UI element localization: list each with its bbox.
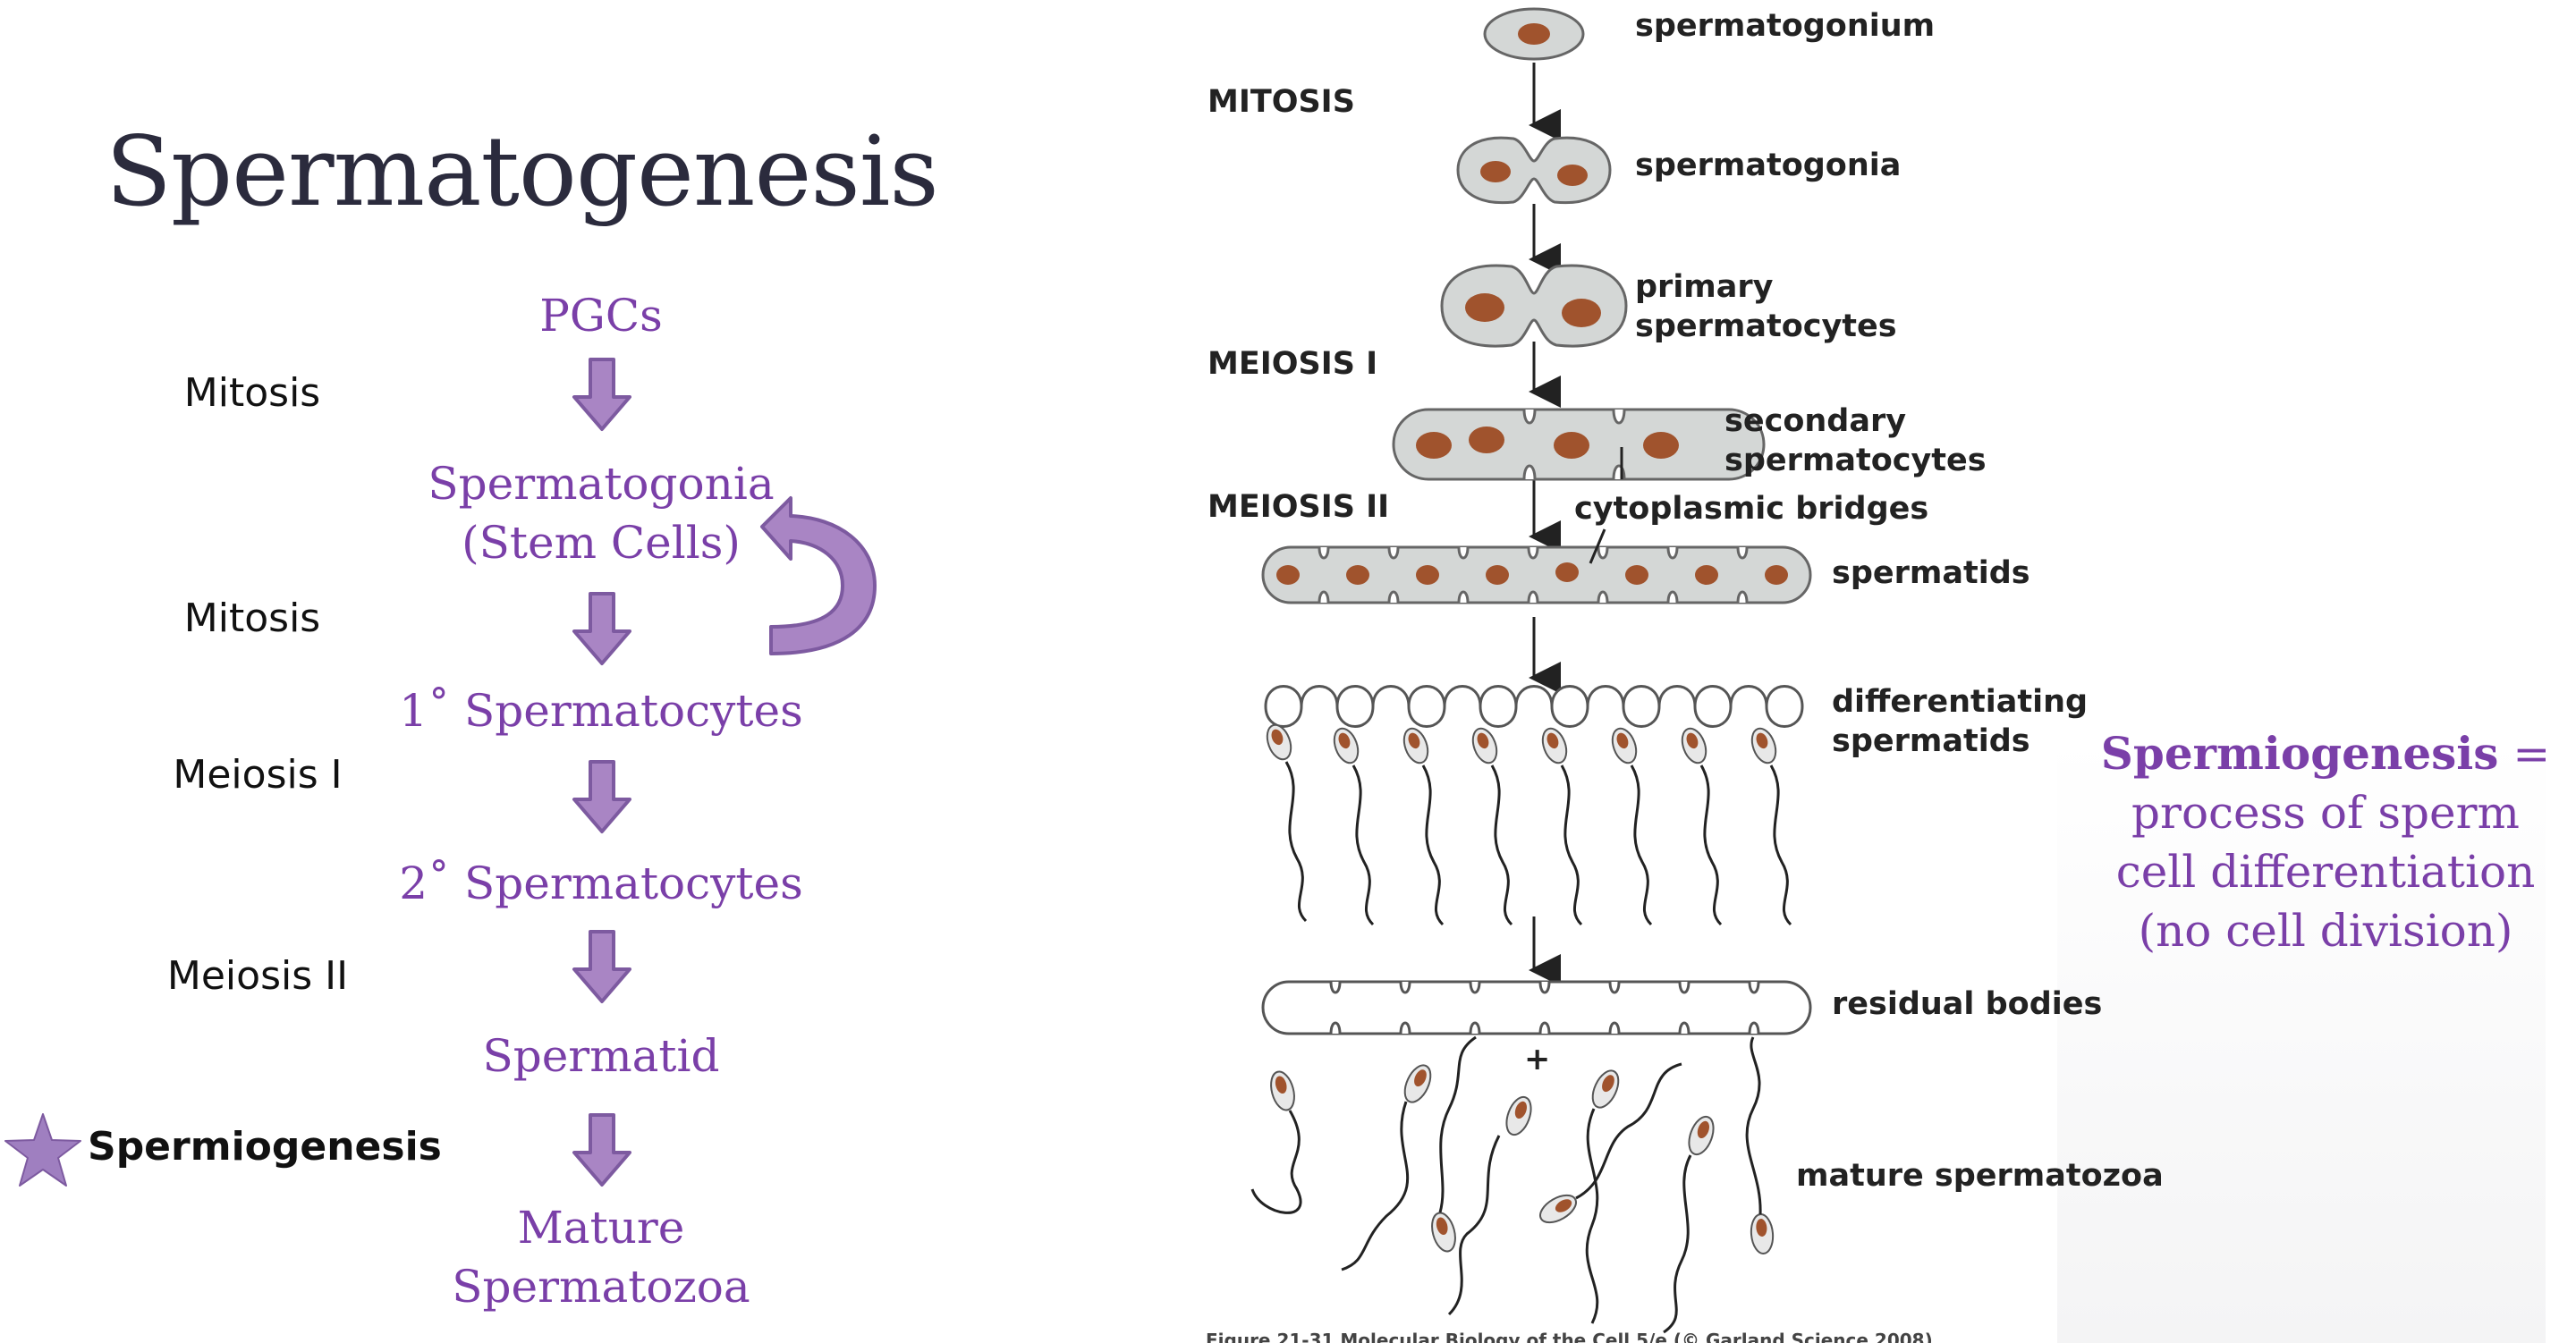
label-primary-1: primary — [1635, 269, 1774, 305]
mature-spermatozoa-tails — [1250, 1035, 1762, 1334]
mature-spermatozoa-heads — [1270, 1064, 1775, 1254]
down-arrow-icon — [572, 592, 631, 665]
plus-sign: + — [1524, 1042, 1550, 1077]
differentiating-tails — [1284, 761, 1792, 926]
cell-spermatogonium — [1483, 7, 1585, 61]
label-spermatogonium: spermatogonium — [1635, 8, 1935, 44]
figure-caption: Figure 21-31 Molecular Biology of the Ce… — [1206, 1330, 1933, 1343]
label-secondary-1: secondary — [1724, 403, 1906, 439]
note-line-2: cell differentiation — [2115, 846, 2536, 898]
label-primary-2: spermatocytes — [1635, 308, 1897, 344]
cells-spermatogonia — [1456, 136, 1612, 205]
slide-title: Spermatogenesis — [106, 116, 939, 228]
curved-return-arrow-icon — [760, 496, 877, 655]
note-heading: Spermiogenesis = — [2075, 724, 2576, 783]
label-differentiating-1: differentiating — [1832, 684, 2088, 720]
cells-differentiating-spermatids — [1264, 685, 1804, 728]
down-arrow-icon — [572, 760, 631, 833]
label-meiosis-2: Meiosis II — [166, 953, 349, 999]
label-spermatids: spermatids — [1832, 555, 2030, 591]
flow-spermatogonia: Spermatogonia — [428, 458, 775, 510]
down-arrow-icon — [572, 930, 631, 1003]
spermiogenesis-note: Spermiogenesis = process of sperm cell d… — [2075, 724, 2576, 960]
label-secondary-2: spermatocytes — [1724, 443, 1987, 478]
label-mitosis-1: Mitosis — [183, 370, 321, 416]
differentiating-heads — [1266, 723, 1777, 764]
flow-spermatid: Spermatid — [482, 1030, 720, 1082]
flow-spermatozoa: Spermatozoa — [452, 1261, 750, 1313]
cells-residual-bodies — [1261, 980, 1812, 1035]
stage-meiosis-2: MEIOSIS II — [1208, 489, 1389, 525]
label-mature-spermatozoa: mature spermatozoa — [1796, 1158, 2164, 1194]
flow-stem-cells: (Stem Cells) — [462, 517, 741, 569]
down-arrow-icon — [572, 358, 631, 431]
stage-mitosis: MITOSIS — [1208, 84, 1355, 120]
label-cytoplasmic-bridges: cytoplasmic bridges — [1574, 491, 1928, 527]
label-spermiogenesis: Spermiogenesis — [88, 1124, 442, 1170]
right-background-gradient — [2057, 0, 2546, 1343]
star-icon — [4, 1113, 81, 1187]
flow-secondary-spermatocytes: 2˚ Spermatocytes — [399, 857, 803, 909]
cells-primary-spermatocytes — [1440, 264, 1628, 348]
flow-pgcs: PGCs — [539, 290, 663, 342]
note-line-1: process of sperm — [2131, 787, 2520, 839]
down-arrow-icon — [572, 1113, 631, 1187]
flow-mature: Mature — [517, 1202, 685, 1254]
note-equals: = — [2498, 728, 2551, 780]
secondary-nuclei — [1416, 427, 1679, 459]
note-line-3: (no cell division) — [2138, 905, 2513, 957]
cells-spermatids — [1261, 545, 1812, 604]
note-term: Spermiogenesis — [2100, 727, 2499, 780]
label-spermatogonia: spermatogonia — [1635, 148, 1901, 183]
flow-primary-spermatocytes: 1˚ Spermatocytes — [399, 685, 803, 737]
label-mitosis-2: Mitosis — [183, 595, 321, 641]
label-differentiating-2: spermatids — [1832, 723, 2030, 759]
label-meiosis-1: Meiosis I — [173, 752, 343, 798]
spermatogenesis-figure: MITOSIS MEIOSIS I MEIOSIS II spermatogon… — [1206, 7, 2164, 1343]
label-residual-bodies: residual bodies — [1832, 986, 2102, 1022]
stage-meiosis-1: MEIOSIS I — [1208, 346, 1377, 382]
